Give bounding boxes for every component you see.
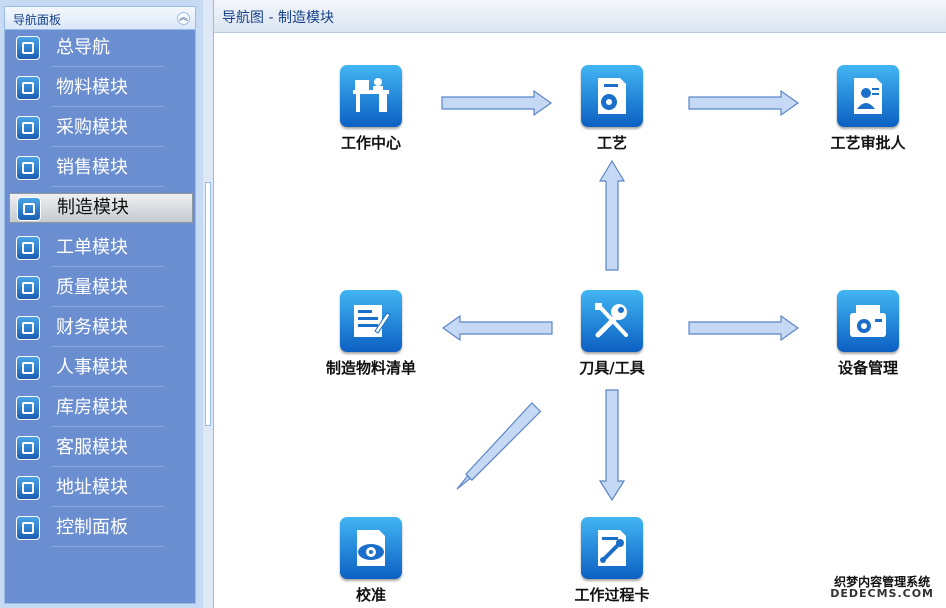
nav-panel-title: 导航面板 — [13, 13, 62, 27]
nav-item-overview[interactable]: 总导航 — [9, 33, 193, 67]
node-label: 刀具/工具 — [579, 359, 645, 377]
nav-panel-header: 导航面板 ︽ — [4, 6, 196, 30]
nav-item-label: 财务模块 — [56, 317, 128, 338]
arrow-tools-to-equipment — [688, 314, 800, 342]
node-label: 设备管理 — [837, 359, 898, 377]
node-process-approver[interactable]: 工艺审批人 — [813, 65, 923, 153]
nav-item-work-order[interactable]: 工单模块 — [9, 233, 193, 267]
calibration-icon — [340, 517, 402, 579]
truck-icon — [16, 156, 40, 180]
splitter[interactable] — [203, 0, 213, 608]
cart-icon — [16, 116, 40, 140]
nav-item-label: 人事模块 — [56, 357, 128, 378]
node-routing-card[interactable]: 工作过程卡 — [557, 517, 667, 605]
nav-item-warehouse[interactable]: 库房模块 — [9, 393, 193, 427]
manufacturing-icon — [17, 197, 41, 221]
material-icon — [16, 76, 40, 100]
address-icon — [16, 476, 40, 500]
collapse-icon[interactable]: ︽ — [177, 12, 190, 25]
process-icon — [581, 65, 643, 127]
node-work-center[interactable]: 工作中心 — [316, 65, 426, 153]
node-label: 工艺 — [596, 134, 627, 152]
nav-diagram: 工作中心 工艺 工艺审批人 制造物料清单 刀具/工具 — [214, 33, 946, 608]
approver-icon — [837, 65, 899, 127]
nav-item-hr[interactable]: 人事模块 — [9, 353, 193, 387]
nav-item-label: 控制面板 — [56, 517, 128, 538]
arrow-tools-to-routing-card — [598, 389, 626, 502]
nav-item-label: 采购模块 — [56, 117, 128, 138]
nav-item-label: 客服模块 — [56, 437, 128, 458]
work-order-icon — [16, 236, 40, 260]
routing-card-icon — [581, 517, 643, 579]
node-tools[interactable]: 刀具/工具 — [557, 290, 667, 378]
node-calibration[interactable]: 校准 — [316, 517, 426, 605]
nav-item-label: 工单模块 — [56, 237, 128, 258]
node-equipment[interactable]: 设备管理 — [813, 290, 923, 378]
node-label: 工作中心 — [340, 134, 401, 152]
watermark-text: 织梦内容管理系统 — [834, 575, 931, 589]
nav-panel-body: 总导航 物料模块 采购模块 销售模块 制造模块 工单模块 质量模块 财务模块 人… — [4, 30, 196, 604]
node-label: 校准 — [355, 586, 386, 604]
page-title: 导航图 - 制造模块 — [222, 10, 334, 26]
nav-item-label: 库房模块 — [56, 397, 128, 418]
hr-icon — [16, 356, 40, 380]
node-label: 工作过程卡 — [574, 586, 650, 604]
nav-item-purchasing[interactable]: 采购模块 — [9, 113, 193, 147]
nav-item-control-panel[interactable]: 控制面板 — [9, 513, 193, 547]
nav-item-label: 销售模块 — [56, 157, 128, 178]
nav-item-address[interactable]: 地址模块 — [9, 473, 193, 507]
node-process[interactable]: 工艺 — [557, 65, 667, 153]
nav-item-label: 地址模块 — [56, 477, 128, 498]
nav-item-manufacturing[interactable]: 制造模块 — [9, 193, 193, 223]
equipment-icon — [837, 290, 899, 352]
nav-item-label: 总导航 — [56, 37, 110, 58]
node-label: 工艺审批人 — [830, 134, 906, 152]
customer-service-icon — [16, 436, 40, 460]
finance-icon — [16, 316, 40, 340]
nav-item-material[interactable]: 物料模块 — [9, 73, 193, 107]
arrow-workcenter-to-process — [441, 89, 553, 117]
work-center-icon — [340, 65, 402, 127]
warehouse-icon — [16, 396, 40, 420]
nav-item-label: 物料模块 — [56, 77, 128, 98]
sidebar: 导航面板 ︽ 总导航 物料模块 采购模块 销售模块 制造模块 工单模块 质量模块… — [0, 0, 203, 608]
watermark-url: DEDECMS.COM — [830, 587, 934, 600]
arrow-process-to-approver — [688, 89, 800, 117]
arrow-tools-to-calibration — [456, 402, 542, 490]
diagram-arrows — [441, 89, 800, 502]
watermark: 织梦内容管理系统 DEDECMS.COM — [830, 576, 934, 600]
main-header: 导航图 - 制造模块 — [214, 0, 946, 33]
node-mfg-bom[interactable]: 制造物料清单 — [316, 290, 426, 378]
home-icon — [16, 36, 40, 60]
main-panel: 导航图 - 制造模块 工作中心 工艺 — [213, 0, 946, 608]
splitter-handle[interactable] — [205, 182, 211, 426]
arrow-tools-to-bom — [441, 314, 553, 342]
nav-item-quality[interactable]: 质量模块 — [9, 273, 193, 307]
node-label: 制造物料清单 — [325, 359, 416, 377]
bom-icon — [340, 290, 402, 352]
control-panel-icon — [16, 516, 40, 540]
nav-item-finance[interactable]: 财务模块 — [9, 313, 193, 347]
nav-item-sales[interactable]: 销售模块 — [9, 153, 193, 187]
nav-item-label: 质量模块 — [56, 277, 128, 298]
quality-icon — [16, 276, 40, 300]
nav-item-customer-service[interactable]: 客服模块 — [9, 433, 193, 467]
arrow-tools-to-process — [598, 159, 626, 271]
nav-item-label: 制造模块 — [57, 197, 129, 218]
tools-icon — [581, 290, 643, 352]
